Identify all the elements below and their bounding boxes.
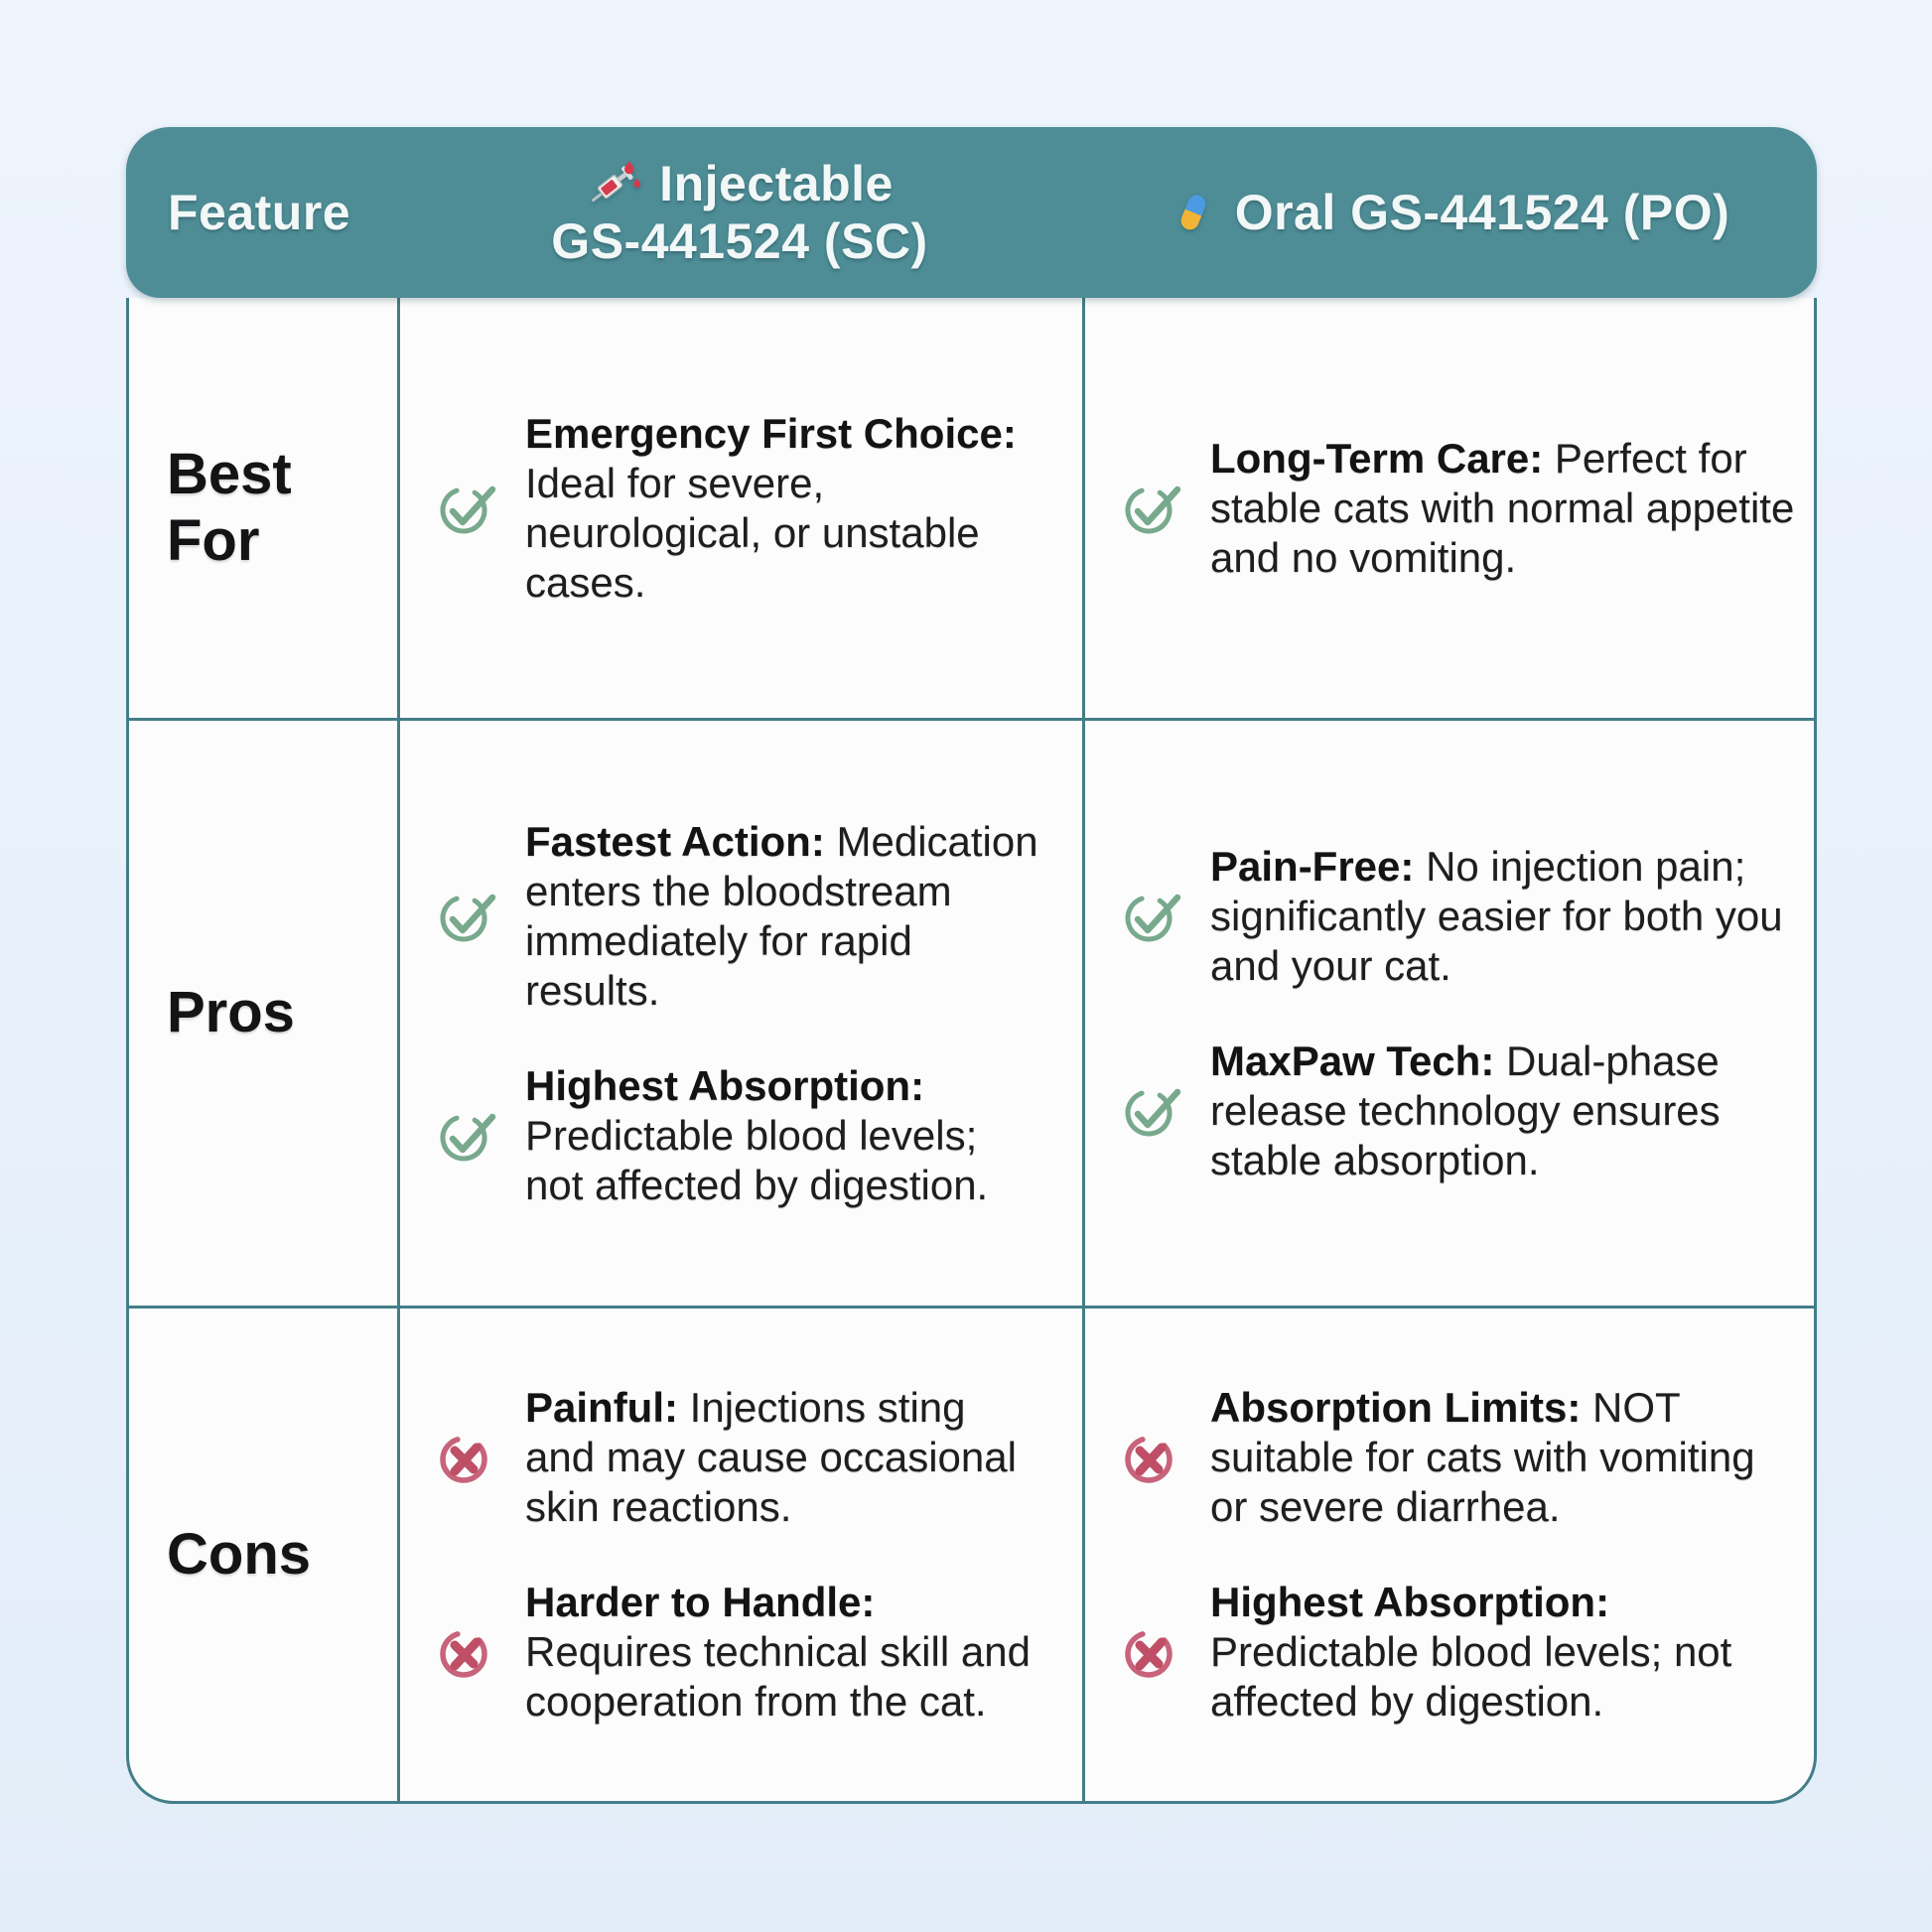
check-circle-icon [434, 478, 503, 539]
list-item: Harder to Handle: Requires technical ski… [434, 1578, 1064, 1726]
header-oral-label: Oral GS-441524 (PO) [1234, 185, 1730, 240]
list-item: Long-Term Care: Perfect for stable cats … [1119, 434, 1796, 583]
row-label-pros: Pros [129, 718, 397, 1306]
check-circle-icon [1119, 1080, 1188, 1142]
best-for-oral-cell: Long-Term Care: Perfect for stable cats … [1082, 298, 1814, 718]
list-item: Highest Absorption: Predictable blood le… [1119, 1578, 1796, 1726]
header-injectable: Injectable GS-441524 (SC) [397, 155, 1082, 270]
item-text: Long-Term Care: Perfect for stable cats … [1210, 434, 1795, 581]
pill-icon [1180, 195, 1205, 230]
list-item: Fastest Action: Medication enters the bl… [434, 817, 1064, 1016]
item-text: MaxPaw Tech: Dual-phase release technolo… [1210, 1036, 1721, 1183]
row-label-cons: Cons [129, 1306, 397, 1801]
syringe-icon [592, 161, 641, 203]
header-oral: Oral GS-441524 (PO) [1082, 184, 1817, 241]
row-label-best-for: Best For [167, 441, 292, 573]
item-text: Fastest Action: Medication enters the bl… [525, 817, 1038, 1014]
pros-injectable-cell: Fastest Action: Medication enters the bl… [397, 718, 1082, 1306]
header-feature: Feature [168, 185, 351, 240]
cross-circle-icon [1119, 1427, 1188, 1488]
table-header-row: Feature [126, 127, 1817, 298]
item-text: Absorption Limits: NOT suitable for cats… [1210, 1384, 1755, 1530]
item-text: Emergency First Choice: Ideal for severe… [525, 409, 1017, 606]
list-item: Emergency First Choice: Ideal for severe… [434, 409, 1064, 608]
pros-oral-cell: Pain-Free: No injection pain; significan… [1082, 718, 1814, 1306]
table-body: Best For Emergency First Choice: Ideal f… [126, 298, 1817, 1804]
list-item: Painful: Injections sting and may cause … [434, 1383, 1064, 1532]
cross-circle-icon [434, 1621, 503, 1683]
cons-injectable-cell: Painful: Injections sting and may cause … [397, 1306, 1082, 1801]
item-text: Pain-Free: No injection pain; significan… [1210, 842, 1783, 989]
cons-oral-cell: Absorption Limits: NOT suitable for cats… [1082, 1306, 1814, 1801]
list-item: Pain-Free: No injection pain; significan… [1119, 842, 1796, 991]
item-text: Highest Absorption: Predictable blood le… [525, 1061, 989, 1208]
check-circle-icon [434, 1105, 503, 1167]
header-injectable-line1: Injectable [659, 156, 894, 211]
check-circle-icon [434, 886, 503, 947]
list-item: Absorption Limits: NOT suitable for cats… [1119, 1383, 1796, 1532]
item-text: Highest Absorption: Predictable blood le… [1210, 1579, 1732, 1725]
item-text: Harder to Handle: Requires technical ski… [525, 1579, 1031, 1725]
header-injectable-line2: GS-441524 (SC) [551, 213, 928, 269]
cross-circle-icon [1119, 1621, 1188, 1683]
check-circle-icon [1119, 886, 1188, 947]
check-circle-icon [1119, 478, 1188, 539]
item-text: Painful: Injections sting and may cause … [525, 1384, 1017, 1530]
list-item: Highest Absorption: Predictable blood le… [434, 1061, 1064, 1210]
best-for-injectable-cell: Emergency First Choice: Ideal for severe… [397, 298, 1082, 718]
comparison-table: Feature [126, 127, 1817, 1804]
list-item: MaxPaw Tech: Dual-phase release technolo… [1119, 1036, 1796, 1185]
cross-circle-icon [434, 1427, 503, 1488]
